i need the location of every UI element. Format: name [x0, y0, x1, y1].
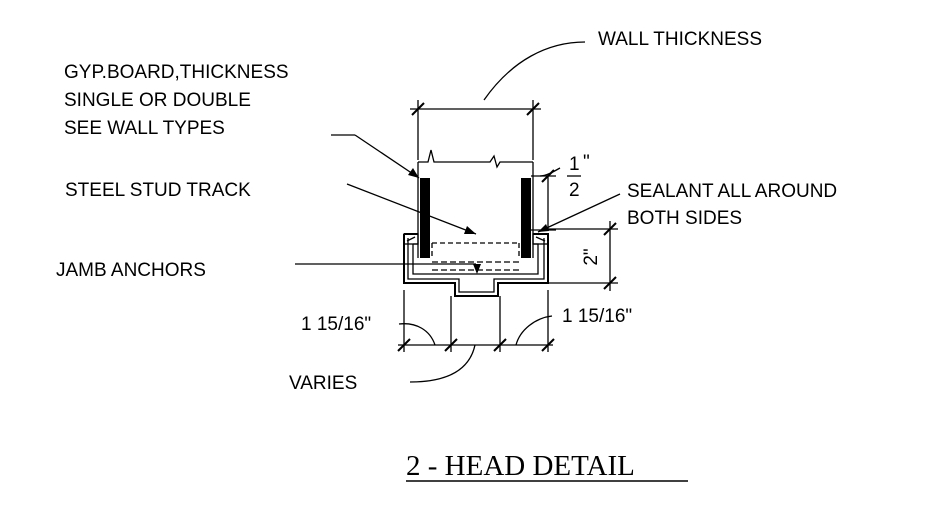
steel-stud-track-label: STEEL STUD TRACK: [65, 180, 251, 201]
gyp-board-label-line3: SEE WALL TYPES: [64, 118, 225, 139]
bottom-dimension: [397, 290, 555, 383]
steel-stud-track: [431, 242, 520, 256]
two-inch-label: 2": [581, 248, 602, 265]
two-inch-dimension: [548, 221, 618, 291]
jamb-anchors-label: JAMB ANCHORS: [56, 260, 206, 281]
gyp-board-leader: [331, 134, 420, 179]
jamb-anchor: [432, 261, 519, 274]
steel-stud-track-leader: [346, 183, 477, 235]
half-inch-dimension: [531, 167, 581, 231]
half-inch-mark: ": [583, 152, 590, 173]
sealant-label-line1: SEALANT ALL AROUND: [627, 181, 837, 202]
gyp-board-left: [417, 162, 430, 258]
gyp-board-label-line1: GYP.BOARD,THICKNESS: [64, 62, 289, 83]
varies-label: VARIES: [289, 373, 357, 394]
detail-title: 2 - HEAD DETAIL: [406, 450, 635, 482]
wall-thickness-dimension: [410, 41, 586, 160]
dim-right-label: 1 15/16": [562, 306, 632, 327]
sealant-leader: [537, 193, 621, 233]
half-inch-denominator: 2: [569, 180, 580, 201]
head-frame-profile: [403, 233, 549, 297]
wall-break-line: [418, 149, 533, 169]
sealant-label-line2: BOTH SIDES: [627, 208, 742, 229]
dim-left-label: 1 15/16": [301, 314, 371, 335]
half-inch-numerator: 1: [569, 154, 580, 175]
wall-thickness-label: WALL THICKNESS: [598, 29, 762, 50]
gyp-board-label-line2: SINGLE OR DOUBLE: [64, 90, 251, 111]
